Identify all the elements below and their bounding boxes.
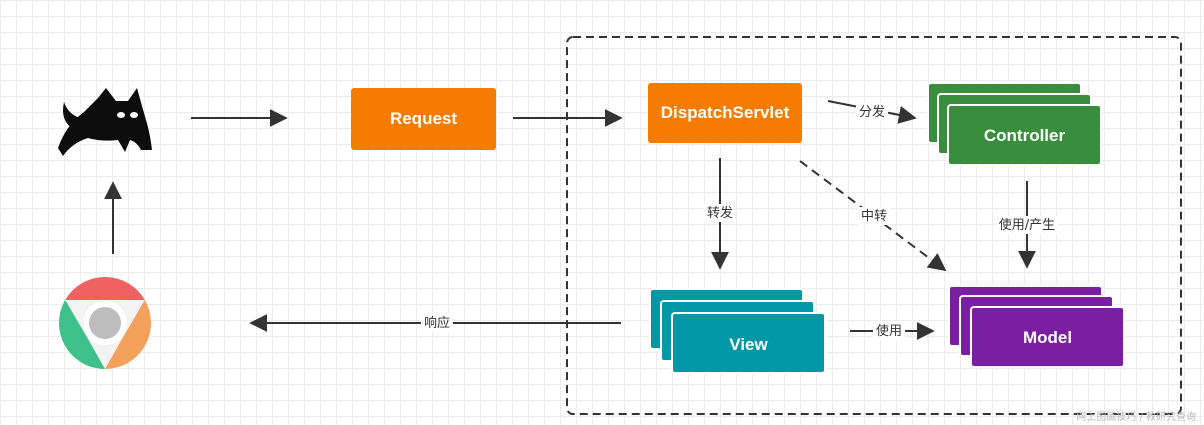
dispatcher-servlet-box xyxy=(648,83,802,143)
edge-label-distribute: 分发 xyxy=(859,104,885,120)
model-label: Model xyxy=(1023,328,1072,347)
edge-label-response: 响应 xyxy=(424,315,450,331)
dispatcher-servlet-label: DispatchServlet xyxy=(661,103,790,122)
tomcat-cat-icon xyxy=(58,88,152,156)
controller-label: Controller xyxy=(984,126,1066,145)
request-label: Request xyxy=(390,109,457,128)
view-stack xyxy=(649,288,826,374)
view-label: View xyxy=(729,335,768,354)
request-box xyxy=(351,88,496,150)
chrome-browser-icon xyxy=(59,277,151,369)
edge-label-forward: 转发 xyxy=(707,205,733,221)
edge-label-relay: 中转 xyxy=(861,209,887,224)
edge-label-use-produce: 使用/产生 xyxy=(999,217,1055,233)
server-container-frame xyxy=(566,36,1182,415)
edge-label-use: 使用 xyxy=(876,323,902,339)
controller-stack xyxy=(927,82,1102,166)
model-stack xyxy=(948,285,1125,368)
watermark-text: 网上图画技巧 / 教研究查询 xyxy=(1076,410,1196,423)
